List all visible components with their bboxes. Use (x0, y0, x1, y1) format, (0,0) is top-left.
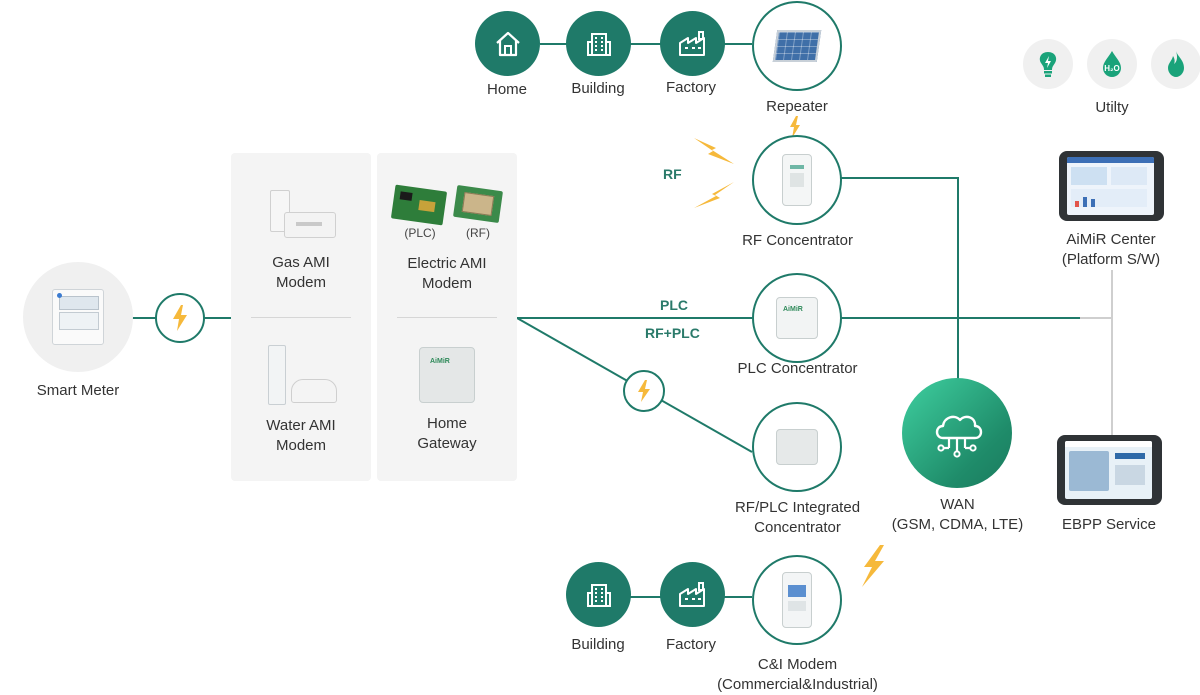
building-label-bottom: Building (571, 636, 625, 653)
plc-concentrator-device: AiMiR (776, 297, 818, 339)
lightning-icon (623, 370, 665, 412)
rf-board-image (452, 184, 504, 224)
rf-plc-integrated-concentrator-node (752, 402, 842, 492)
smart-meter-device (52, 289, 104, 345)
cloud-network-icon (935, 415, 983, 458)
factory-icon (678, 30, 705, 56)
rf-tag: (RF) (466, 226, 490, 240)
plc-board-image (390, 184, 448, 226)
divider (251, 317, 351, 318)
repeater-node (752, 1, 842, 91)
ci-modem-node (752, 555, 842, 645)
lightning-icon (862, 545, 884, 587)
building-label: Building (571, 80, 625, 97)
ci-modem-device (782, 572, 812, 628)
rf-link-label: RF (663, 166, 682, 182)
water-drop-icon: H₂O (1103, 51, 1121, 77)
rf-concentrator-node (752, 135, 842, 225)
building-icon (586, 583, 611, 607)
home-node (475, 11, 540, 76)
water-utility-node: H₂O (1087, 39, 1137, 89)
smart-meter-node (23, 262, 133, 372)
home-icon (495, 31, 520, 56)
lightning-icon (694, 182, 734, 208)
repeater-label: Repeater (766, 98, 828, 115)
lightbulb-icon (1039, 52, 1057, 77)
factory-label-bottom: Factory (665, 636, 716, 653)
rf-concentrator-label: RF Concentrator (742, 232, 853, 249)
plc-concentrator-node: AiMiR (752, 273, 842, 363)
rf-plc-link-label: RF+PLC (645, 325, 700, 341)
lightning-icon (790, 116, 800, 138)
gas-utility-node (1151, 39, 1200, 89)
aimir-dashboard-screen (1067, 157, 1154, 215)
wan-label: WAN(GSM, CDMA, LTE) (891, 496, 1024, 533)
repeater-solar-panel-image (772, 30, 822, 62)
divider (397, 317, 497, 318)
water-ami-modem-image (265, 345, 337, 405)
smart-meter-label: Smart Meter (36, 382, 120, 399)
gas-ami-modem-image (266, 190, 336, 240)
factory-icon (678, 581, 705, 607)
ebpp-service-tablet (1057, 435, 1162, 505)
utility-label: Utilty (1095, 99, 1129, 116)
electric-utility-node (1023, 39, 1073, 89)
lightning-icon (155, 293, 205, 343)
building-node-bottom (566, 562, 631, 627)
ci-modem-label: C&I Modem(Commercial&Industrial) (717, 656, 878, 693)
plc-concentrator-label: PLC Concentrator (737, 360, 858, 377)
aimir-center-label: AiMiR Center(Platform S/W) (1061, 231, 1161, 268)
building-icon (586, 32, 611, 56)
lightning-icon (694, 138, 734, 164)
factory-node (660, 11, 725, 76)
svg-text:H₂O: H₂O (1104, 64, 1120, 73)
home-gateway-image: AiMiR (419, 347, 475, 403)
plc-link-label: PLC (660, 297, 688, 313)
flame-icon (1168, 51, 1184, 77)
rf-plc-integrated-device (776, 429, 818, 465)
ebpp-service-label: EBPP Service (1062, 516, 1156, 533)
rf-concentrator-device (782, 154, 812, 206)
building-node (566, 11, 631, 76)
home-label: Home (486, 81, 527, 98)
factory-node-bottom (660, 562, 725, 627)
wan-node (902, 378, 1012, 488)
plc-tag: (PLC) (404, 226, 436, 240)
factory-label: Factory (665, 79, 716, 96)
aimir-center-tablet (1059, 151, 1164, 221)
ebpp-screen (1065, 441, 1152, 499)
